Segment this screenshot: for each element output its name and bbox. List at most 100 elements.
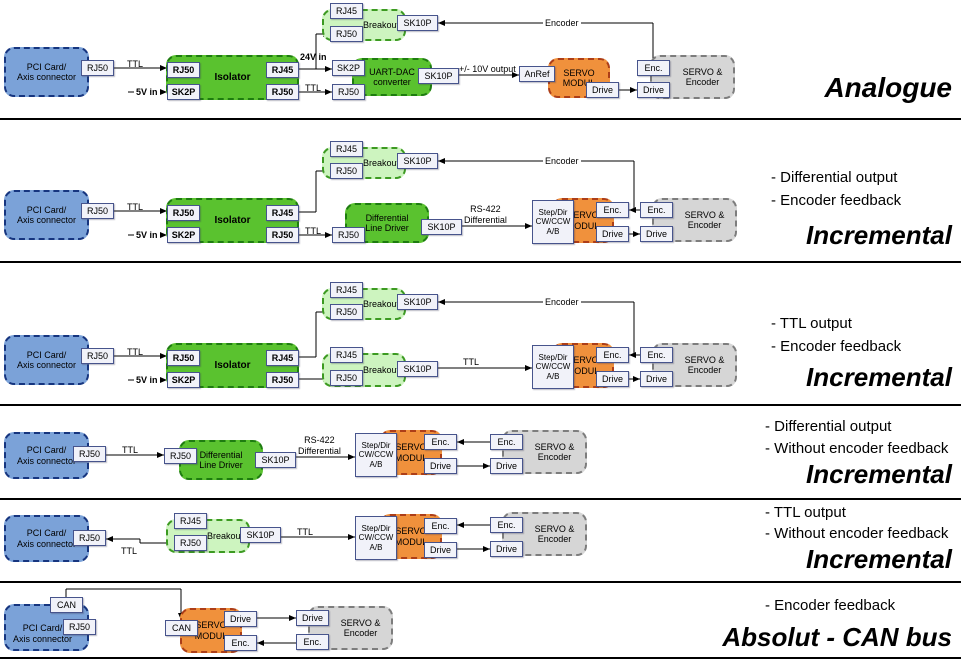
r4-port-stepdir-label: Step/Dir CW/CCW A/B [358,441,394,469]
r6-encoder-port-enc-label: Enc. [303,636,322,647]
r4-servo-port-drive: Drive [424,458,457,474]
r2-isolator-port-sk2p-label: SK2P [171,229,196,240]
r1-breakout-port-rj50-label: RJ50 [335,28,357,39]
r5-pci-port-rj50: RJ50 [73,530,106,546]
r2-encoder-port-drive-label: Drive [645,228,667,239]
r1-ttl-label-2: TTL [305,83,322,93]
r1-uart-dac-converter-label: UART-DAC converter [369,66,415,87]
r2-isolator-port-rj50-in: RJ50 [167,205,200,221]
r2-isolator-port-rj45-out: RJ45 [266,205,299,221]
r4-pci-card-label: PCI Card/ Axis connector [16,445,77,466]
r3-breakout-bottom-port-rj45-label: RJ45 [335,349,357,360]
r5-servo-encoder-label: SERVO & Encoder [534,523,575,544]
section-divider-6 [0,657,961,659]
r4-rs422-label: RS-422 Differential [298,435,341,456]
r4-line-driver-port-sk10p-label: SK10P [261,454,290,465]
r6-port-can-label: CAN [171,622,191,633]
r5-encoder-port-drive-label: Drive [495,543,517,554]
r4-pci-port-rj50: RJ50 [73,446,106,462]
r1-uart-port-rj50: RJ50 [332,84,365,100]
r5-servo-port-enc: Enc. [424,518,457,534]
r2-breakout-port-rj50-label: RJ50 [335,165,357,176]
r2-encoder-port-enc: Enc. [640,202,673,218]
r2-pci-card-label: PCI Card/ Axis connector [16,204,77,225]
r1-uart-port-sk2p: SK2P [332,60,365,76]
r4-servo-port-drive-label: Drive [429,460,451,471]
r3-breakout-bottom-port-sk10p: SK10P [397,361,438,377]
r3-bullet-1: - TTL output [771,315,852,332]
r4-pci-card: PCI Card/ Axis connector [4,432,89,479]
r2-line-driver-port-sk10p-label: SK10P [427,221,456,232]
r1-isolator-port-sk2p-label: SK2P [171,86,196,97]
r2-line-driver-port-rj50-label: RJ50 [337,229,359,240]
r3-port-stepdir: Step/Dir CW/CCW A/B [532,345,574,389]
r1-servo-encoder-label: SERVO & Encoder [682,66,723,87]
r2-servo-port-drive-label: Drive [601,228,623,239]
r1-24v-in-label: 24V in [300,52,327,62]
r3-servo-port-drive: Drive [596,371,629,387]
r2-line-driver-port-rj50: RJ50 [332,227,365,243]
r5-servo-port-drive-label: Drive [429,544,451,555]
r1-breakout-label: Breakout [362,19,400,30]
r6-encoder-port-enc: Enc. [296,634,329,650]
r4-servo-port-enc: Enc. [424,434,457,450]
r1-breakout-port-sk10p: SK10P [397,15,438,31]
r6-section-title: Absolut - CAN bus [722,622,952,652]
r5-pci-card-label: PCI Card/ Axis connector [16,528,77,549]
r3-breakout-top-port-sk10p-label: SK10P [403,296,432,307]
r5-ttl-label: TTL [121,546,138,556]
r2-isolator-port-sk2p: SK2P [167,227,200,243]
r5-pci-port-rj50-label: RJ50 [78,532,100,543]
r3-encoder-port-drive-label: Drive [645,373,667,384]
r3-servo-port-drive-label: Drive [601,373,623,384]
r6-pci-port-rj50: RJ50 [63,619,96,635]
r3-isolator-port-rj50-out: RJ50 [266,372,299,388]
r5-bullet-2: - Without encoder feedback [765,525,949,542]
r5-section-title: Incremental [806,544,952,574]
r5-breakout-port-rj45: RJ45 [174,513,207,529]
r1-uart-port-sk2p-label: SK2P [336,62,360,73]
r2-line-driver-label: Differential Line Driver [365,212,409,233]
r5-servo-port-drive: Drive [424,542,457,558]
r1-pci-card-label: PCI Card/ Axis connector [16,61,77,82]
r4-encoder-port-enc: Enc. [490,434,523,450]
r3-encoder-port-drive: Drive [640,371,673,387]
r1-uart-port-sk10p: SK10P [418,68,459,84]
r6-servo-port-drive-label: Drive [229,613,251,624]
r2-5v-in-label: 5V in [134,230,160,241]
r2-pci-card: PCI Card/ Axis connector [4,190,89,240]
r4-section-title: Incremental [806,459,952,489]
r3-encoder-label: Encoder [543,297,581,308]
r4-servo-encoder: SERVO & Encoder [502,430,587,474]
r5-encoder-port-drive: Drive [490,541,523,557]
r3-isolator-port-rj50-in: RJ50 [167,350,200,366]
r4-servo-modul-label: SERVO MODUL [394,442,428,463]
r1-uart-port-rj50-label: RJ50 [337,86,359,97]
r5-port-stepdir: Step/Dir CW/CCW A/B [355,516,397,560]
r5-bullet-1: - TTL output [765,504,846,521]
r3-breakout-bottom-port-rj50-label: RJ50 [335,372,357,383]
r1-isolator-port-rj50-in-label: RJ50 [172,64,195,75]
r2-breakout-port-sk10p: SK10P [397,153,438,169]
r1-servo-modul-label: SERVO MODUL [562,67,596,88]
r6-port-can: CAN [165,620,198,636]
r3-breakout-bottom-port-sk10p-label: SK10P [403,363,432,374]
r5-breakout-port-rj50-label: RJ50 [179,537,201,548]
r4-bullet-2: - Without encoder feedback [765,440,949,457]
r6-encoder-port-drive-label: Drive [301,612,323,623]
r1-encoder-label: Encoder [543,18,581,29]
r6-bullet-1: - Encoder feedback [765,597,896,614]
r1-breakout-port-rj45-label: RJ45 [335,5,357,16]
r4-pci-port-rj50-label: RJ50 [78,448,100,459]
r2-servo-port-enc: Enc. [596,202,629,218]
r2-port-stepdir: Step/Dir CW/CCW A/B [532,200,574,244]
r3-isolator-port-rj50-out-label: RJ50 [271,374,294,385]
r2-isolator-port-rj50-in-label: RJ50 [172,207,195,218]
r1-isolator-port-rj50-out: RJ50 [266,84,299,100]
r3-encoder-port-enc: Enc. [640,347,673,363]
r2-bullet-1: - Differential output [771,169,898,186]
r2-servo-encoder-label: SERVO & Encoder [684,209,725,230]
r2-isolator-label: Isolator [214,214,251,226]
r2-isolator-port-rj45-out-label: RJ45 [271,207,294,218]
r1-output-label: +/- 10V output [459,64,516,74]
